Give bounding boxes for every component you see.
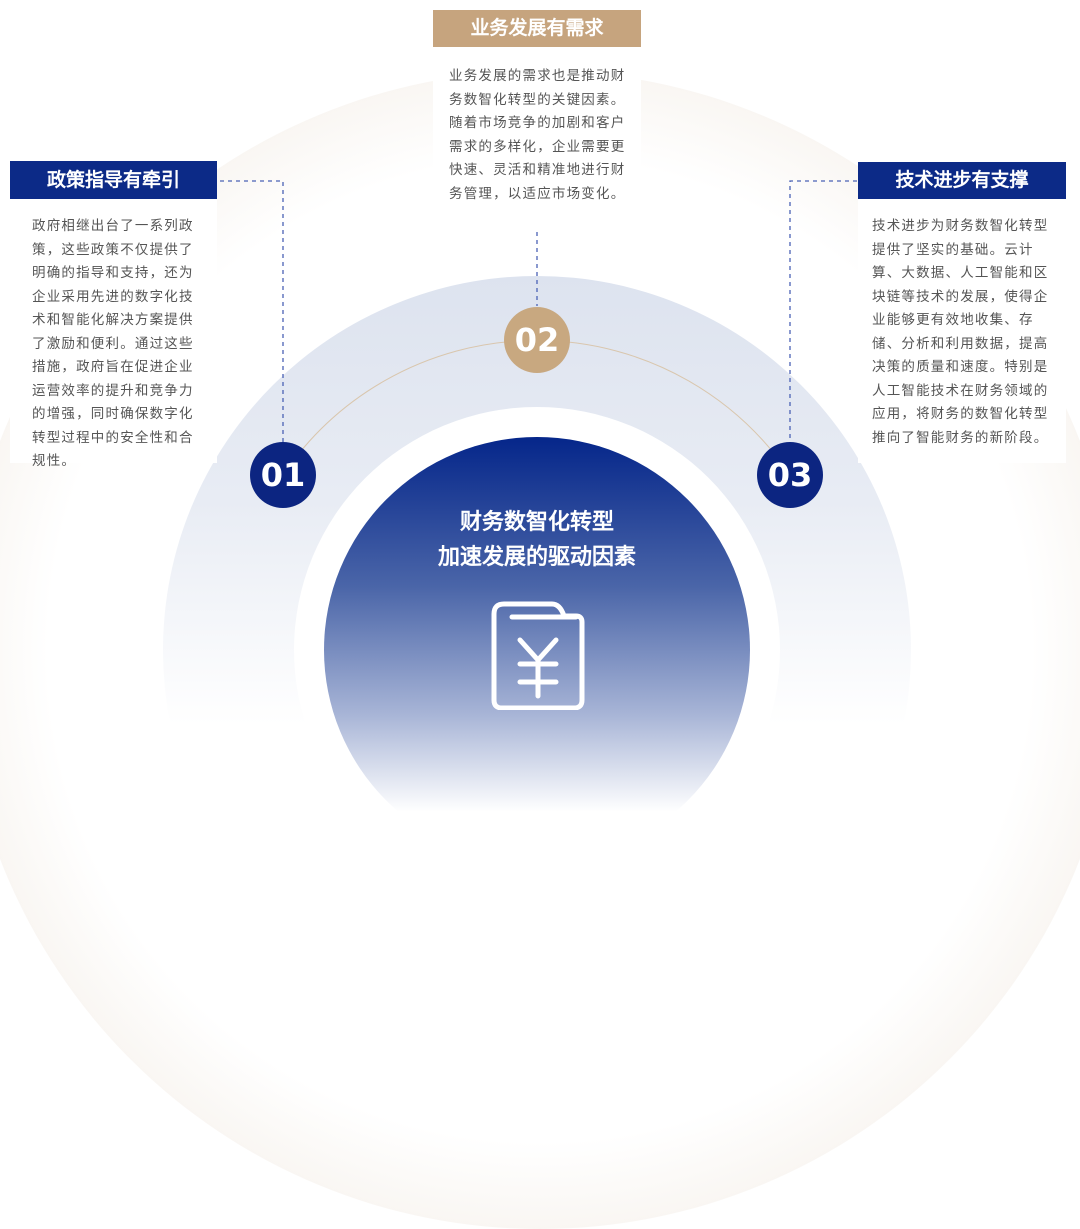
number-badge-01: 01 [250, 442, 316, 508]
factor-02-title: 业务发展有需求 [433, 10, 641, 47]
center-title-line2: 加速发展的驱动因素 [437, 545, 636, 570]
center-title: 财务数智化转型 加速发展的驱动因素 [337, 505, 737, 575]
center-title-line1: 财务数智化转型 [459, 510, 614, 535]
yen-document-icon [491, 601, 585, 710]
connector-03 [789, 180, 857, 445]
factor-03-text: 技术进步为财务数智化转型提供了坚实的基础。云计算、大数据、人工智能和区块链等技术… [858, 199, 1066, 463]
number-badge-03: 03 [757, 442, 823, 508]
factor-01-title: 政策指导有牵引 [10, 161, 217, 199]
factor-01-text: 政府相继出台了一系列政策，这些政策不仅提供了明确的指导和支持，还为企业采用先进的… [10, 199, 217, 469]
factor-02-text: 业务发展的需求也是推动财务数智化转型的关键因素。随着市场竞争的加剧和客户需求的多… [433, 47, 641, 231]
connector-01 [220, 180, 284, 445]
factor-03-title: 技术进步有支撑 [858, 162, 1066, 199]
number-badge-02: 02 [504, 307, 570, 373]
